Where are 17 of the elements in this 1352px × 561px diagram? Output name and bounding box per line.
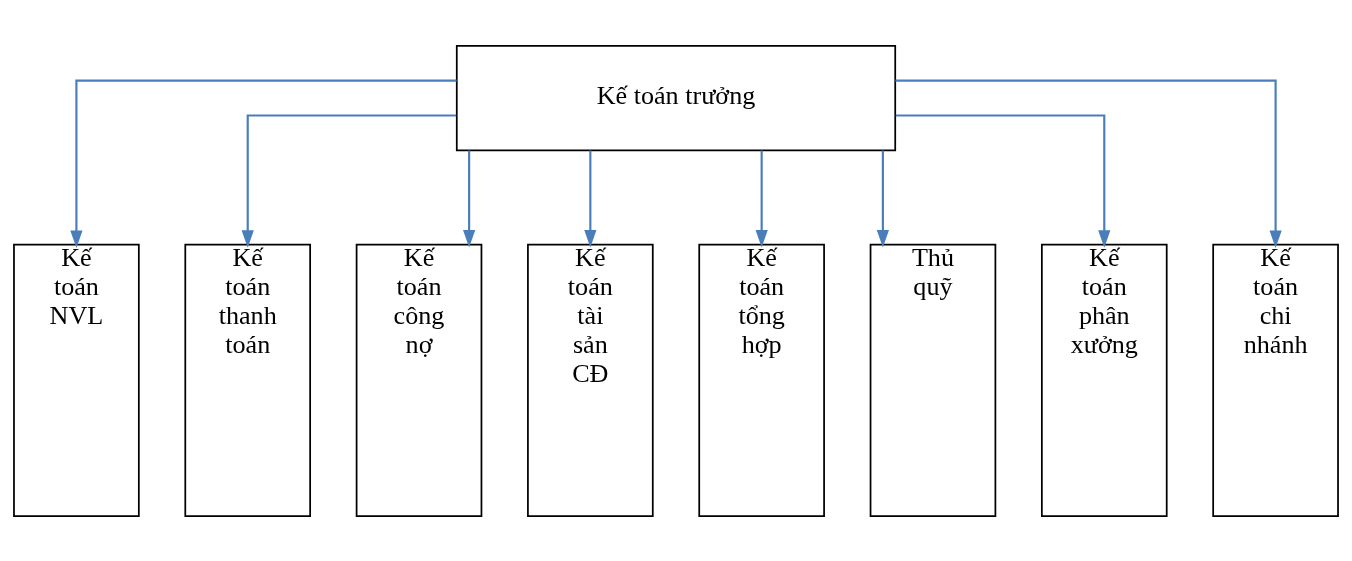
node-box: Kế toán trưởng <box>455 44 897 151</box>
arrow <box>463 150 476 248</box>
node-box: Thủ quỹ <box>869 243 997 517</box>
arrow <box>755 150 768 248</box>
node-box: Kế toán thanh toán <box>184 243 311 517</box>
arrow <box>876 150 889 248</box>
node-box: Kế toán công nợ <box>355 243 483 517</box>
node-box: Kế toán NVL <box>13 243 140 517</box>
arrow <box>70 79 457 248</box>
arrow <box>895 79 1282 248</box>
node-box: Kế toán tổng hợp <box>698 243 825 517</box>
arrow <box>584 150 597 248</box>
node-box: Kế toán phân xưởng <box>1041 243 1168 517</box>
node-box: Kế toán chi nhánh <box>1212 243 1339 517</box>
node-box: Kế toán tài sản CĐ <box>527 243 654 517</box>
arrow <box>241 113 457 248</box>
arrow <box>895 113 1111 248</box>
